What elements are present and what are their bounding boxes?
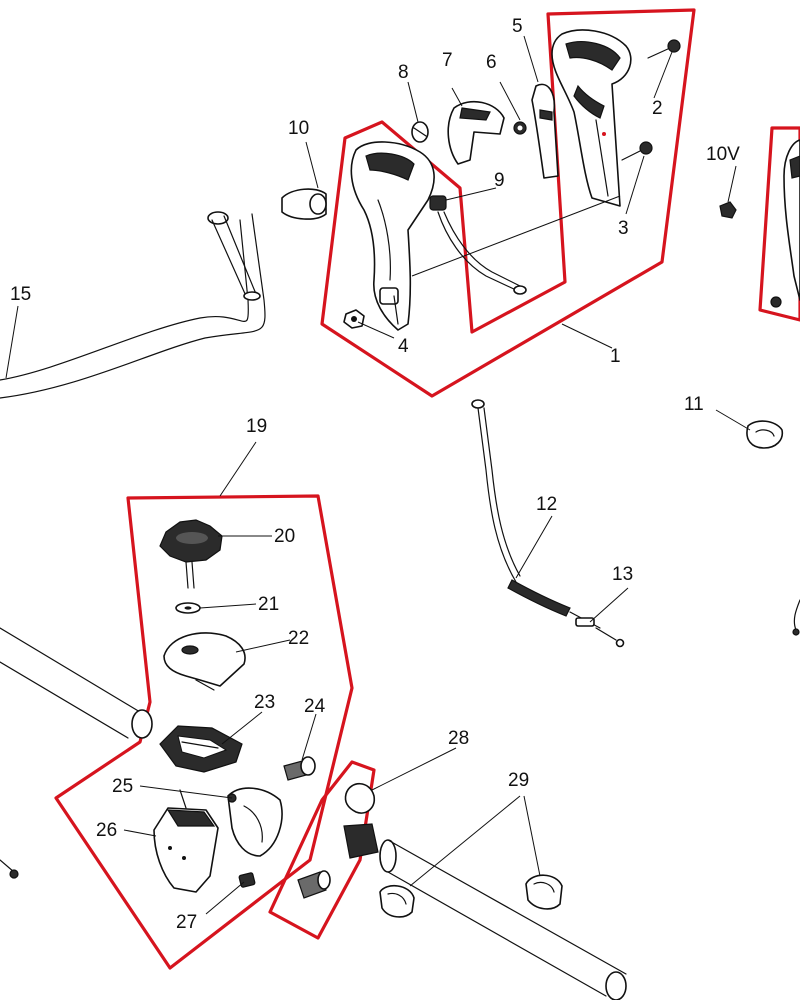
group-outline-handle-10v — [758, 126, 800, 322]
leader-lines — [5, 35, 751, 915]
callout-12: 12 — [536, 494, 557, 515]
part-10-end-cap — [281, 188, 327, 220]
callout-labels: 1 2 3 4 5 6 7 8 9 10 10V 11 12 13 15 19 … — [10, 16, 740, 933]
callout-5: 5 — [512, 16, 523, 37]
callout-2: 2 — [652, 98, 663, 119]
callout-20: 20 — [274, 526, 295, 547]
part-21-washer — [175, 602, 201, 614]
callout-4: 4 — [398, 336, 409, 357]
callout-1: 1 — [610, 346, 621, 367]
part-27-square-nut — [238, 872, 256, 888]
part-20-clamp-knob — [159, 519, 223, 589]
group-outline-handle-assembly — [320, 8, 696, 398]
callout-7: 7 — [442, 50, 453, 71]
part-4-nut — [343, 309, 365, 329]
part-main-shaft-right — [379, 839, 627, 1000]
callout-6: 6 — [486, 52, 497, 73]
part-11-cable-clip — [746, 420, 784, 449]
callout-10: 10 — [288, 118, 309, 139]
callout-28: 28 — [448, 728, 469, 749]
callout-19: 19 — [246, 416, 267, 437]
part-25-clamp-half — [227, 787, 283, 857]
part-cropped-left-bolt — [0, 859, 19, 879]
part-24-bolt — [283, 756, 316, 781]
part-8-spring — [411, 121, 429, 143]
callout-13: 13 — [612, 564, 633, 585]
part-3-screw — [621, 141, 653, 161]
callout-24: 24 — [304, 696, 326, 717]
part-13-cable-end — [595, 627, 625, 648]
part-28-mounting-bracket — [297, 782, 379, 899]
callout-9: 9 — [494, 170, 505, 191]
callout-27: 27 — [176, 912, 197, 933]
part-23-clamp-bracket — [159, 725, 243, 773]
part-cropped-right-bracket — [792, 599, 800, 636]
callout-25: 25 — [112, 776, 133, 797]
callout-21: 21 — [258, 594, 279, 615]
callout-3: 3 — [618, 218, 629, 239]
part-main-shaft-left — [0, 627, 153, 739]
callout-11: 11 — [684, 394, 704, 415]
part-10v-handle — [719, 139, 800, 308]
assembly-axis-line — [411, 195, 621, 277]
part-grip-half-right — [551, 29, 632, 207]
callout-8: 8 — [398, 62, 409, 83]
callout-10v: 10V — [706, 144, 740, 165]
part-9-wire-harness — [429, 195, 527, 295]
group-outline-bracket-28 — [268, 760, 376, 940]
part-22-clamp-cover — [163, 632, 246, 691]
callout-29: 29 — [508, 770, 529, 791]
callout-15: 15 — [10, 284, 31, 305]
part-1-main-grip — [350, 141, 435, 331]
callout-22: 22 — [288, 628, 309, 649]
part-7-lockout-lever — [447, 100, 505, 165]
callout-23: 23 — [254, 692, 275, 713]
part-29-cable-clips — [379, 874, 563, 918]
part-15-handlebar-tube — [0, 211, 266, 399]
callout-26: 26 — [96, 820, 117, 841]
part-26-lower-clamp — [153, 789, 219, 893]
part-12-throttle-cable — [471, 399, 601, 629]
part-2-screw — [647, 39, 681, 59]
part-6-nut — [513, 121, 527, 135]
part-5-throttle-trigger — [531, 83, 559, 179]
